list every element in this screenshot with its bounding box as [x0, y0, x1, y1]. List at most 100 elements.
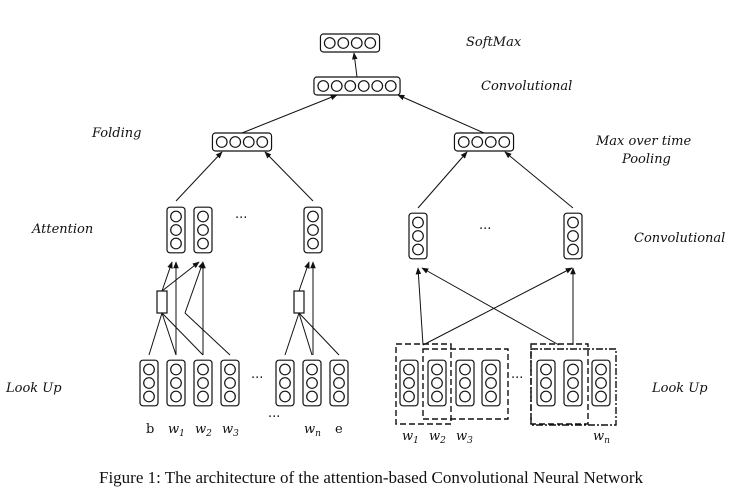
conv-window-n [530, 348, 617, 426]
lookup-right-vector-node [567, 363, 579, 376]
lookup-right-vector-node [403, 377, 415, 389]
top-convolutional-layer [313, 76, 401, 96]
line-w3-to-att [184, 312, 231, 356]
folding-layer [211, 132, 273, 152]
lookup-left-layer [139, 359, 349, 407]
conv-window-2 [422, 348, 509, 420]
lookup-right-ellipsis: ... [511, 367, 523, 382]
lookup-left-vector-node [333, 363, 345, 376]
folding-node [242, 136, 255, 148]
arrow-fold-to-conv [241, 94, 338, 134]
top-conv-node [384, 80, 397, 92]
connection-lines [148, 52, 576, 356]
lookup-left-vector-node [224, 363, 236, 376]
line-w2-to-gate1 [161, 312, 204, 356]
lookup-left-vector-node [170, 390, 182, 403]
lookup-left-vector-node [224, 390, 236, 403]
lookup-right-layer [399, 359, 611, 407]
attention-layer [166, 206, 323, 254]
lookup-left-ellipsis: ... [251, 367, 263, 382]
line-wn-1-to-gaten [284, 312, 300, 356]
lookup-right-vector-node [431, 390, 443, 403]
line-wn-to-gaten [298, 312, 313, 356]
softmax-node [337, 37, 350, 49]
softmax-node [364, 37, 377, 49]
lookup-right-vector-node [403, 363, 415, 376]
lookup-left-vector-node [224, 377, 236, 389]
pooling-node [471, 136, 484, 148]
word-w3-left: w3 [222, 422, 239, 439]
softmax-node [323, 37, 336, 49]
word-w2-right: w2 [429, 429, 446, 446]
lookup-right-vector-node [403, 390, 415, 403]
word-b: b [146, 422, 154, 437]
lookup-right-label: Look Up [651, 381, 708, 396]
softmax-frame [319, 33, 381, 53]
convolutional-layer [408, 212, 583, 260]
lookup-right-vector-node [485, 363, 497, 376]
folding-node [229, 136, 242, 148]
attention-vector-node [170, 210, 182, 223]
pooling-node [457, 136, 470, 148]
lookup-right-vector-node [459, 377, 471, 389]
max-pooling-layer [453, 132, 515, 152]
lookup-right-vector-node [485, 390, 497, 403]
lookup-left-vector-node [306, 390, 318, 403]
word-w2-left: w2 [195, 422, 212, 439]
conv-vector-node [412, 230, 424, 242]
conv-vector-node [567, 230, 579, 242]
softmax-node [350, 37, 363, 49]
lookup-left-vector-node [197, 377, 209, 389]
lookup-left-vector-node [170, 377, 182, 389]
lookup-right-vector-node [595, 363, 607, 376]
conv-vector-node [412, 243, 424, 256]
attention-vector-node [170, 237, 182, 250]
lookup-right-vector-node [595, 377, 607, 389]
lookup-right-vector-node [540, 390, 552, 403]
pooling-node [484, 136, 497, 148]
top-conv-node [371, 80, 384, 92]
attention-gate-group [156, 290, 305, 314]
arrow-convn-to-pool [504, 151, 574, 209]
attention-vector-node [170, 224, 182, 236]
max-pooling-label-line2: Pooling [621, 152, 671, 167]
lookup-left-vector-node [197, 390, 209, 403]
lookup-left-vector-node [306, 377, 318, 389]
arrow-window1-to-conv1 [415, 267, 424, 346]
lookup-right-vector-node [459, 390, 471, 403]
lookup-left-vector-node [333, 377, 345, 389]
attention-vector-node [197, 224, 209, 236]
softmax-layer [319, 33, 381, 53]
convolutional-top-label: Convolutional [481, 79, 572, 94]
convolutional-ellipsis: ... [479, 218, 491, 233]
word-w1-right: w1 [402, 429, 419, 446]
top-conv-node [317, 80, 330, 92]
attention-vector-node [307, 224, 319, 236]
arrow-gaten-to-attn [298, 261, 310, 292]
conv-vector-node [567, 243, 579, 256]
convolutional-right-label: Convolutional [634, 231, 725, 246]
lookup-left-vector-node [279, 363, 291, 376]
pooling-node [498, 136, 511, 148]
word-e: e [335, 422, 343, 437]
lookup-left-vector-node [143, 363, 155, 376]
attention-vector-node [197, 210, 209, 223]
arrow-conv-to-softmax [352, 52, 358, 78]
max-pooling-label-line1: Max over time [595, 134, 691, 149]
word-wn-left: wn [304, 422, 321, 439]
arrow-window1-to-convn [422, 267, 573, 346]
lookup-left-vector-node [143, 390, 155, 403]
arrow-attn-to-fold [264, 151, 314, 202]
folding-node [256, 136, 269, 148]
figure-caption: Figure 1: The architecture of the attent… [99, 468, 643, 487]
attention-gate [293, 290, 305, 314]
arrow-windown-to-conv1 [421, 267, 560, 346]
word-w1-left: w1 [168, 422, 185, 439]
line-b-to-gate1 [148, 312, 163, 356]
attention-vector-node [307, 237, 319, 250]
attention-vector-node [197, 237, 209, 250]
lookup-right-vector-node [567, 377, 579, 389]
lookup-left-label: Look Up [5, 381, 62, 396]
lookup-left-vector-node [170, 363, 182, 376]
